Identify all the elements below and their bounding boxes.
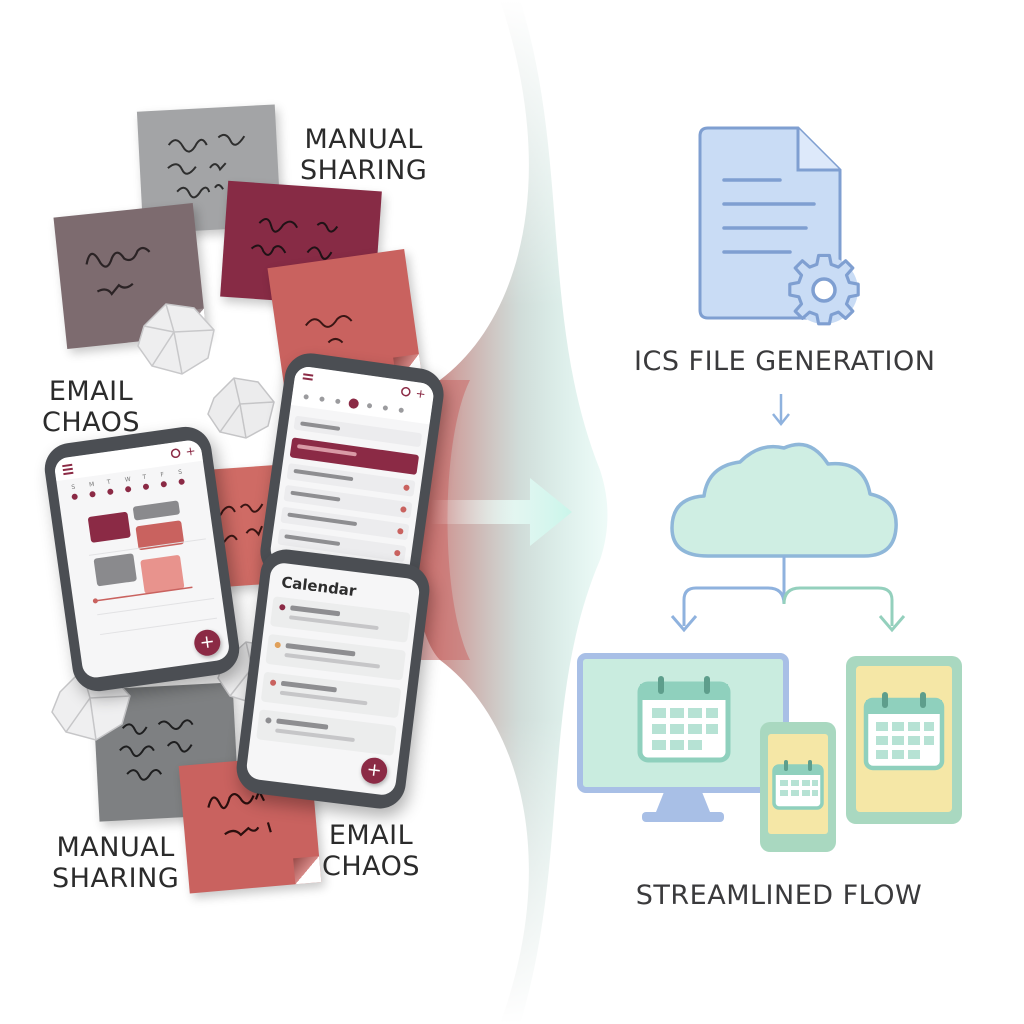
phone-screen: + [268, 365, 436, 581]
phone-icon [760, 722, 836, 852]
monitor-icon [577, 653, 789, 822]
crumpled-paper-icon [207, 377, 275, 439]
phone-calendar-app: Calendar [233, 546, 433, 812]
calendar-list-view: + [277, 365, 436, 562]
gear-icon [788, 253, 860, 326]
sticky-note-gray [136, 104, 282, 234]
svg-text:T: T [141, 474, 147, 482]
sticky-note-rose-bottom [178, 754, 322, 894]
label-streamlined-flow: STREAMLINED FLOW [635, 880, 923, 911]
phone-calendar-week: + S M T W T F S + [41, 423, 243, 695]
svg-text:F: F [160, 471, 165, 478]
tablet-icon [846, 656, 962, 824]
svg-text:S: S [71, 484, 76, 491]
calendar-week-view: + S M T W T F S [53, 438, 218, 636]
phone-calendar-list: + [257, 349, 447, 597]
scribble-icon [119, 719, 194, 781]
svg-text:+: + [185, 444, 197, 459]
cloud-icon [670, 442, 898, 558]
calendar-notification-list [256, 596, 411, 756]
arrow-down-icon [772, 394, 790, 427]
sticky-note-rose [267, 249, 423, 399]
ics-document-icon [698, 126, 860, 326]
scribble-icon [250, 218, 339, 260]
scribble-icon [85, 246, 151, 296]
phone-screen: + S M T W T F S + [53, 438, 231, 680]
sticky-note-mauve [53, 203, 207, 349]
calendar-app-title: Calendar [280, 573, 358, 601]
svg-text:T: T [106, 479, 112, 487]
calendar-icon [772, 760, 824, 810]
label-ics-file-generation: ICS FILE GENERATION [634, 346, 936, 377]
calendar-icon [863, 692, 945, 771]
crumpled-paper-icon [137, 303, 215, 375]
cloud-sync-icon [670, 442, 906, 633]
scribble-icon [167, 133, 246, 199]
sticky-note-slate [92, 682, 240, 822]
svg-text:W: W [124, 476, 131, 484]
svg-text:S: S [178, 469, 183, 476]
sticky-note-maroon [220, 180, 382, 308]
svg-text:M: M [89, 481, 95, 489]
calendar-icon [637, 676, 731, 763]
phone-screen: Calendar [245, 561, 421, 797]
scribble-icon [207, 788, 272, 837]
svg-text:+: + [415, 386, 427, 401]
scribble-icon [305, 315, 353, 344]
